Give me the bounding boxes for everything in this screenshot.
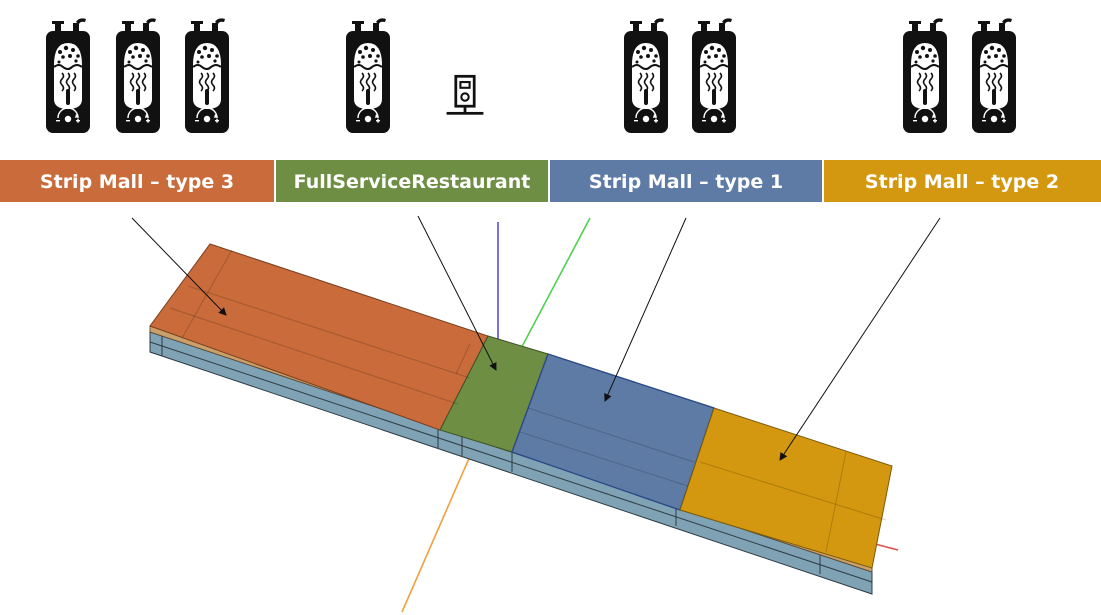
zone-4-equipment xyxy=(902,17,1017,135)
booster-heater-icon xyxy=(445,74,485,117)
water-heater-icon xyxy=(902,17,948,135)
zone-label-1: Strip Mall – type 3 xyxy=(40,171,234,193)
water-heater-icon xyxy=(623,17,669,135)
zone-label-2: FullServiceRestaurant xyxy=(294,171,531,193)
water-heater-icon xyxy=(184,17,230,135)
zone-roof-strip-mall-2 xyxy=(679,407,893,569)
zone-roof-strip-mall-1 xyxy=(511,353,715,511)
arrow-strip-mall-1 xyxy=(604,217,687,402)
building-model xyxy=(149,243,893,595)
zone-label-band-2 xyxy=(276,160,548,202)
zone-label-band-4 xyxy=(824,160,1101,202)
arrow-strip-mall-2 xyxy=(779,217,941,461)
zone-label-3: Strip Mall – type 1 xyxy=(589,171,783,193)
zone-label-4: Strip Mall – type 2 xyxy=(865,171,1059,193)
water-heater-icon xyxy=(345,17,391,135)
arrow-strip-mall-3 xyxy=(131,217,227,316)
leader-arrows xyxy=(131,215,941,461)
water-heater-icon xyxy=(115,17,161,135)
zone-3-equipment xyxy=(623,17,737,135)
zone-1-equipment xyxy=(45,17,230,135)
zone-2-equipment xyxy=(345,17,485,135)
water-heater-icon xyxy=(691,17,737,135)
zone-label-band-3 xyxy=(550,160,822,202)
zone-label-band-1 xyxy=(0,160,274,202)
arrow-restaurant xyxy=(417,215,497,371)
zone-label-bar: Strip Mall – type 3 FullServiceRestauran… xyxy=(0,160,1101,202)
water-heater-icon xyxy=(45,17,91,135)
water-heater-icon xyxy=(971,17,1017,135)
